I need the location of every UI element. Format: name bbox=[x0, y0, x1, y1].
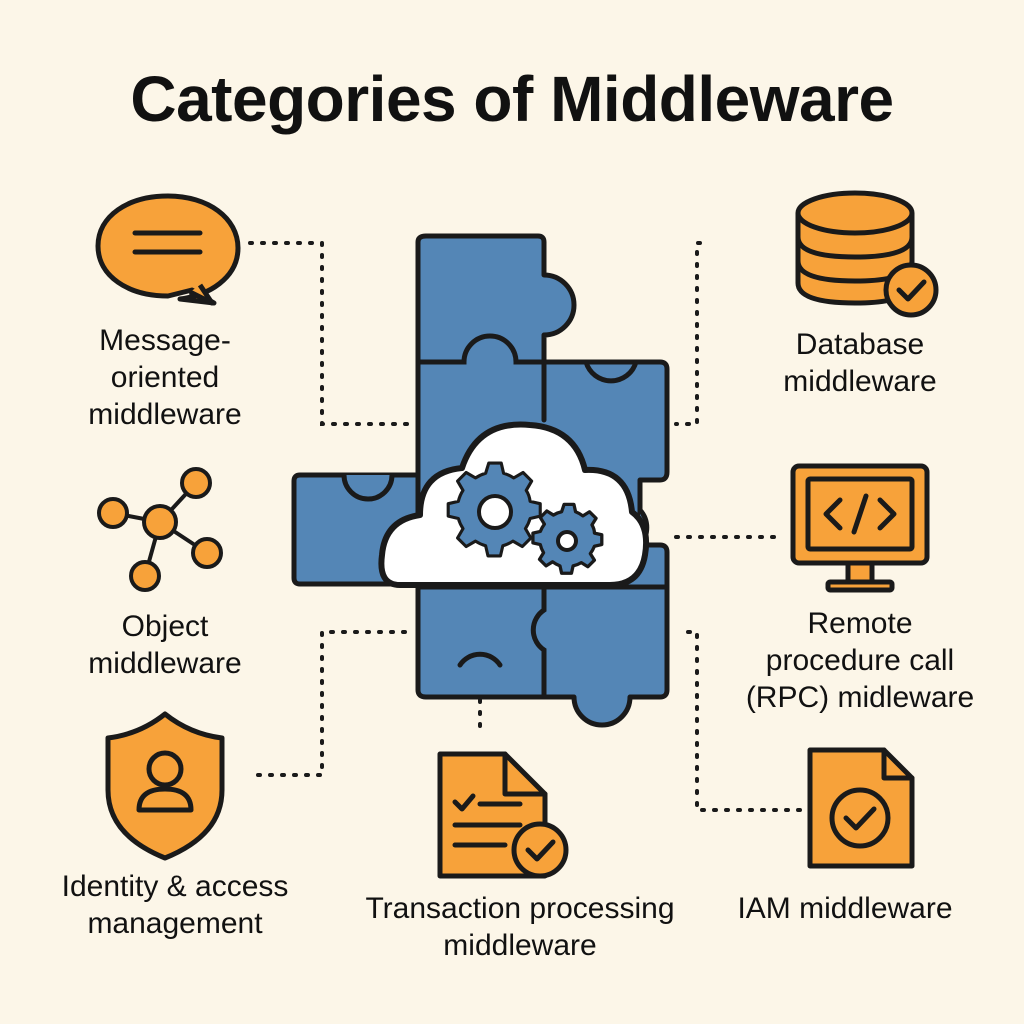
cloud-gears-puzzle-icon bbox=[291, 233, 670, 728]
page-title: Categories of Middleware bbox=[130, 63, 894, 135]
label-line: oriented bbox=[110, 361, 220, 394]
label-line: middleware bbox=[443, 929, 597, 962]
code-monitor-icon bbox=[790, 463, 930, 593]
label-line: Message- bbox=[99, 324, 231, 357]
label-object-middleware: Object middleware bbox=[60, 608, 270, 682]
label-line: middleware bbox=[88, 398, 242, 431]
label-line: IAM middleware bbox=[737, 892, 953, 925]
label-message-oriented-middleware: Message- oriented middleware bbox=[60, 322, 270, 433]
connector-database bbox=[674, 241, 702, 426]
checklist-document-icon bbox=[437, 751, 569, 879]
connector-iam bbox=[686, 630, 802, 812]
label-line: management bbox=[87, 907, 263, 940]
label-transaction-processing-middleware: Transaction processing middleware bbox=[340, 890, 700, 964]
label-identity-access-management: Identity & access management bbox=[40, 868, 310, 942]
dotted-connectors bbox=[246, 241, 802, 812]
database-check-icon bbox=[795, 190, 939, 318]
document-check-icon bbox=[807, 747, 915, 869]
label-iam-middleware: IAM middleware bbox=[715, 890, 975, 927]
shield-user-icon bbox=[105, 711, 225, 861]
label-line: (RPC) midleware bbox=[745, 681, 975, 714]
label-rpc-middleware: Remote procedure call (RPC) midleware bbox=[730, 605, 990, 716]
label-line: Database bbox=[795, 328, 925, 361]
label-line: procedure call bbox=[765, 644, 955, 677]
label-line: Identity & access bbox=[61, 870, 289, 903]
label-line: Transaction processing bbox=[365, 892, 675, 925]
label-line: middleware bbox=[783, 365, 937, 398]
connector-message bbox=[248, 241, 414, 426]
speech-bubble-icon bbox=[95, 193, 241, 306]
network-nodes-icon bbox=[97, 467, 223, 592]
label-line: Remote bbox=[807, 607, 913, 640]
label-database-middleware: Database middleware bbox=[750, 326, 970, 400]
label-line: Object bbox=[121, 610, 209, 643]
label-line: middleware bbox=[88, 647, 242, 680]
connector-identity bbox=[246, 630, 407, 777]
